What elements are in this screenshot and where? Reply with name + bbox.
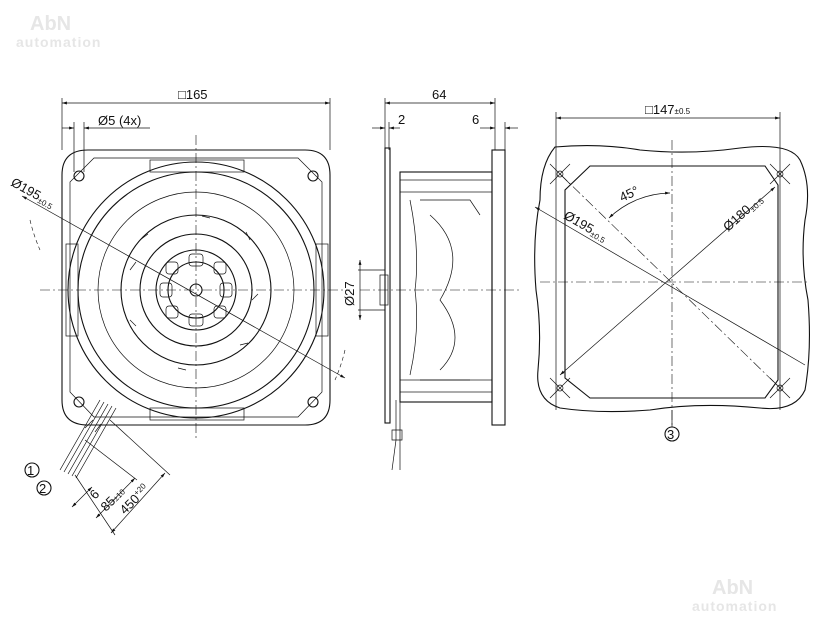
watermark-top-left: AbN automation [16,13,101,50]
depth-dimension: 64 [432,87,446,102]
front-width-dimension: □165 [178,87,208,102]
svg-text:AbN: AbN [30,13,71,35]
svg-text:3: 3 [667,427,674,442]
hub-diameter-dimension: Ø27 [342,281,357,306]
cutout-diameter-180: Ø180±0.5 [720,191,766,235]
angle-dimension: 45° [617,183,641,205]
svg-text:2: 2 [39,481,46,496]
svg-text:automation: automation [692,598,777,614]
callout-1 [24,462,40,478]
cable-dimension-450: 450+20 [117,481,153,517]
svg-text:automation: automation [16,34,101,50]
callout-3 [664,426,680,442]
hole-dimension: Ø5 (4x) [98,113,141,128]
svg-text:6: 6 [472,112,479,127]
cutout-view: □147±0.5 45° Ø195±0.5 Ø180±0.5 3 [534,102,810,442]
callout-2 [36,480,52,496]
side-view: 64 2 6 Ø27 [342,87,520,471]
cutout-width-dimension: □147±0.5 [645,102,691,117]
mounting-hole-icon [73,396,85,408]
svg-text:1: 1 [27,463,34,478]
mounting-hole-icon [307,170,319,182]
front-view: □165 Ø5 (4x) [8,87,350,536]
front-diameter-dimension: Ø195±0.5 [8,175,58,212]
svg-text:2: 2 [398,112,405,127]
mounting-hole-icon [307,396,319,408]
watermark-bottom-right: AbN automation [692,577,777,614]
svg-text:AbN: AbN [712,577,753,599]
mounting-hole-icon [73,170,85,182]
